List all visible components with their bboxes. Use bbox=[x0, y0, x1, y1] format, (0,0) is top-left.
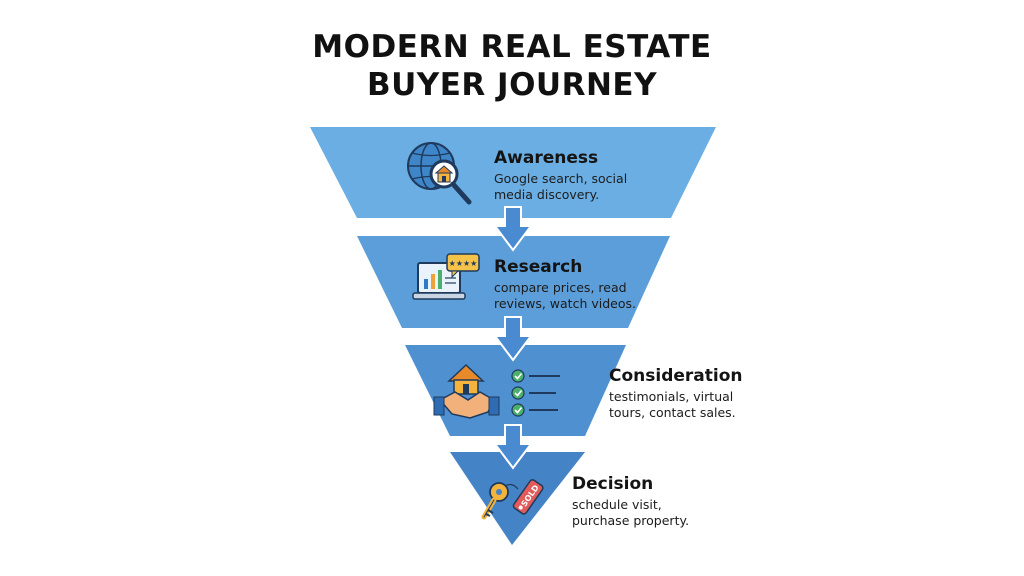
stage-description-line: media discovery. bbox=[494, 187, 600, 202]
stage-name: Awareness bbox=[494, 148, 599, 168]
stage-description: compare prices, read reviews, watch vide… bbox=[494, 280, 636, 312]
stage-description-line: Google search, social bbox=[494, 171, 628, 186]
funnel-stage-research bbox=[357, 236, 670, 328]
arrow-down-icon bbox=[493, 206, 533, 252]
stage-name: Decision bbox=[572, 474, 654, 494]
title-line-1: MODERN REAL ESTATE bbox=[312, 29, 712, 65]
funnel-stage-awareness bbox=[310, 127, 716, 218]
stage-description: schedule visit, purchase property. bbox=[572, 497, 689, 529]
title-line-2: BUYER JOURNEY bbox=[366, 67, 658, 103]
stage-description: Google search, social media discovery. bbox=[494, 171, 627, 203]
arrow-down-icon bbox=[493, 424, 533, 470]
stage-text-awareness: Awareness Google search, social media di… bbox=[494, 148, 627, 203]
stage-description-line: tours, contact sales. bbox=[609, 405, 736, 420]
stage-description: testimonials, virtual tours, contact sal… bbox=[609, 389, 743, 421]
stage-name: Consideration bbox=[609, 366, 743, 386]
stage-text-consideration: Consideration testimonials, virtual tour… bbox=[609, 366, 743, 421]
stage-description-line: schedule visit, bbox=[572, 497, 662, 512]
stage-text-decision: Decision schedule visit, purchase proper… bbox=[572, 474, 689, 529]
page-title: MODERN REAL ESTATE BUYER JOURNEY bbox=[0, 28, 1024, 104]
stage-description-line: compare prices, read bbox=[494, 280, 627, 295]
arrow-down-icon bbox=[493, 316, 533, 362]
globe-magnifier-icon bbox=[407, 142, 472, 205]
stage-description-line: purchase property. bbox=[572, 513, 690, 528]
stage-text-research: Research compare prices, read reviews, w… bbox=[494, 257, 636, 312]
handshake-checklist-icon bbox=[433, 363, 560, 419]
svg-text:★★★★: ★★★★ bbox=[449, 259, 478, 268]
stage-description-line: testimonials, virtual bbox=[609, 389, 734, 404]
laptop-chart-icon: ★★★★ bbox=[412, 253, 480, 300]
stage-name: Research bbox=[494, 257, 583, 277]
stage-description-line: reviews, watch videos. bbox=[494, 296, 636, 311]
